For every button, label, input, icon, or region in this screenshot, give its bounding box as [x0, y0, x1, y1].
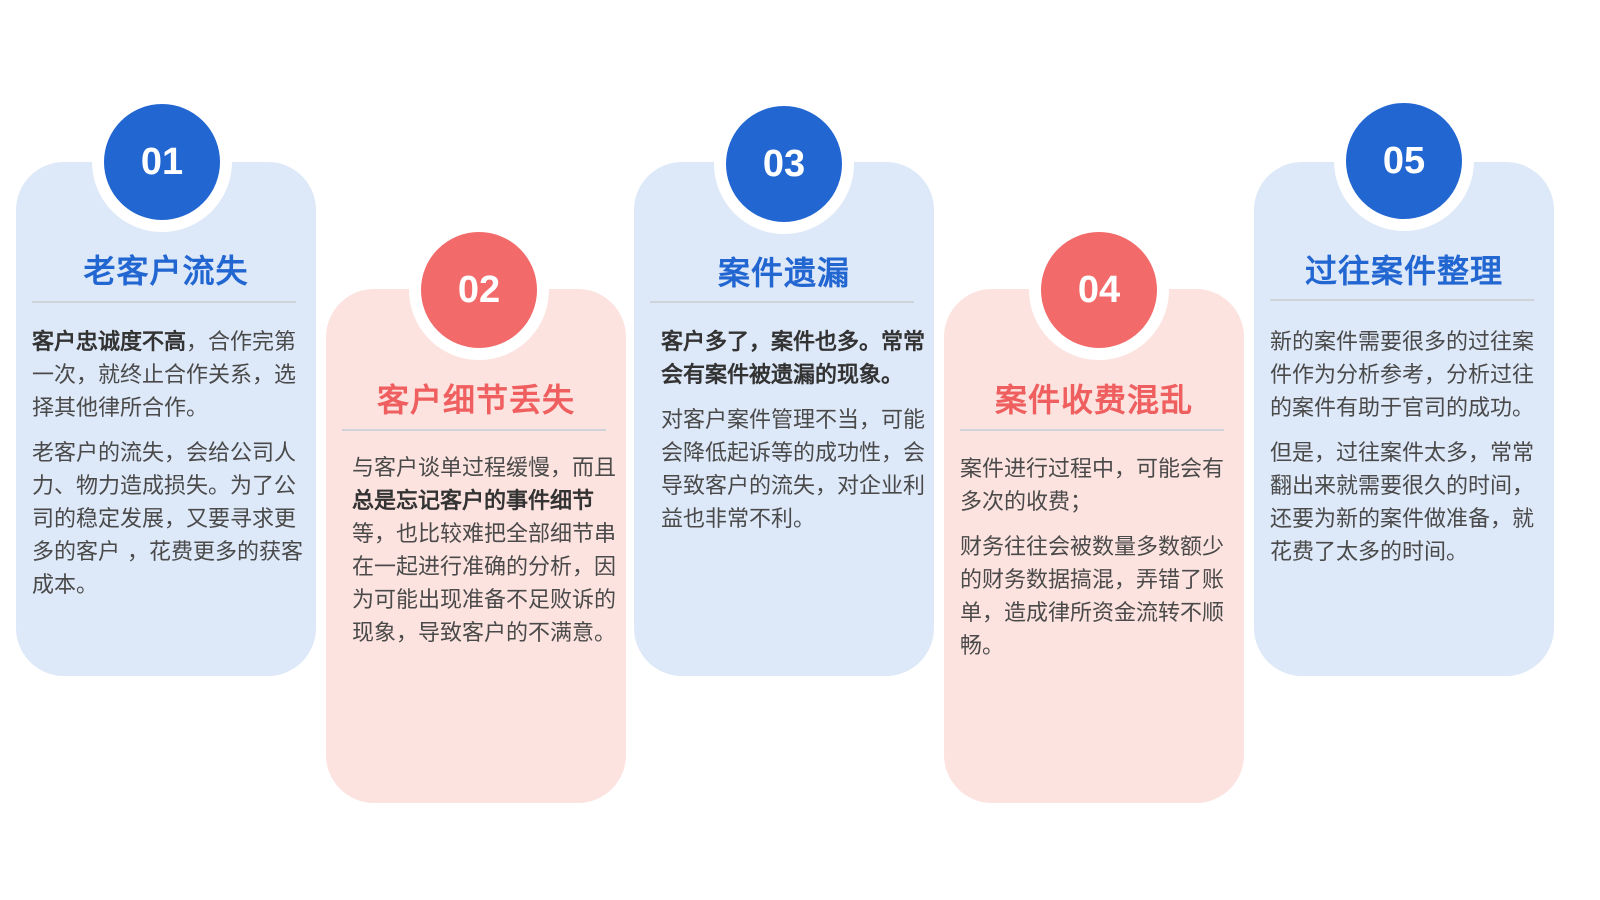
card-highlight: 客户多了，案件也多。常常会有案件被遗漏的现象。 [661, 330, 926, 388]
divider [342, 429, 606, 431]
card-text: 等，也比较难把全部细节串在一起进行准确的分析，因为可能出现准备不足败诉的现象，导… [352, 522, 617, 646]
card-04: 案件收费混乱 案件进行过程中，可能会有多次的收费； 财务往往会被数量多数额少的财… [944, 289, 1244, 803]
card-body: 客户多了，案件也多。常常会有案件被遗漏的现象。 对客户案件管理不当，可能会降低起… [661, 326, 927, 548]
card-05: 过往案件整理 新的案件需要很多的过往案件作为分析参考，分析过往的案件有助于官司的… [1254, 162, 1554, 676]
divider [32, 301, 296, 303]
number-badge-05: 05 [1334, 91, 1474, 231]
card-body: 案件进行过程中，可能会有多次的收费； 财务往往会被数量多数额少的财务数据搞混，弄… [960, 453, 1236, 675]
card-title: 客户细节丢失 [376, 381, 575, 419]
divider [650, 301, 914, 303]
card-body: 新的案件需要很多的过往案件作为分析参考，分析过往的案件有助于官司的成功。 但是，… [1270, 326, 1550, 581]
card-highlight: 客户忠诚度不高 [32, 330, 187, 355]
card-title: 老客户流失 [83, 252, 249, 290]
card-03: 案件遗漏 客户多了，案件也多。常常会有案件被遗漏的现象。 对客户案件管理不当，可… [634, 162, 934, 676]
card-paragraph-2: 财务往往会被数量多数额少的财务数据搞混，弄错了账单，造成律所资金流转不顺畅。 [960, 535, 1225, 659]
card-body: 客户忠诚度不高，合作完第一次，就终止合作关系，选择其他律所合作。 老客户的流失，… [32, 326, 308, 614]
divider [960, 429, 1224, 431]
card-title: 案件收费混乱 [994, 381, 1193, 419]
card-paragraph-1: 案件进行过程中，可能会有多次的收费； [960, 457, 1225, 515]
card-01: 老客户流失 客户忠诚度不高，合作完第一次，就终止合作关系，选择其他律所合作。 老… [16, 162, 316, 676]
divider [1270, 299, 1534, 301]
card-paragraph-2: 对客户案件管理不当，可能会降低起诉等的成功性，会导致客户的流失，对企业利益也非常… [661, 408, 926, 532]
card-paragraph-1: 客户忠诚度不高，合作完第一次，就终止合作关系，选择其他律所合作。 [32, 326, 308, 425]
card-title: 过往案件整理 [1304, 252, 1503, 290]
card-paragraph-1: 客户多了，案件也多。常常会有案件被遗漏的现象。 [661, 326, 927, 392]
card-text: ，合作完第一次，就终止合作关系，选择其他律所合作。 [32, 330, 297, 421]
card-title: 案件遗漏 [717, 254, 850, 292]
card-body: 与客户谈单过程缓慢，而且总是忘记客户的事件细节等，也比较难把全部细节串在一起进行… [352, 452, 620, 662]
number-badge-01: 01 [92, 92, 232, 232]
card-paragraph-1: 新的案件需要很多的过往案件作为分析参考，分析过往的案件有助于官司的成功。 [1270, 330, 1535, 421]
card-02: 客户细节丢失 与客户谈单过程缓慢，而且总是忘记客户的事件细节等，也比较难把全部细… [326, 289, 626, 803]
card-text: 与客户谈单过程缓慢，而且 [352, 456, 617, 481]
number-badge-02: 02 [409, 220, 549, 360]
card-paragraph-2: 老客户的流失，会给公司人力、物力造成损失。为了公司的稳定发展，又要寻求更多的客户… [32, 441, 303, 598]
number-badge-03: 03 [714, 94, 854, 234]
card-paragraph-2: 但是，过往案件太多，常常翻出来就需要很久的时间，还要为新的案件做准备，就花费了太… [1270, 441, 1535, 565]
number-badge-04: 04 [1029, 220, 1169, 360]
card-highlight: 总是忘记客户的事件细节 [352, 489, 595, 514]
card-paragraph-1: 与客户谈单过程缓慢，而且总是忘记客户的事件细节等，也比较难把全部细节串在一起进行… [352, 452, 620, 650]
